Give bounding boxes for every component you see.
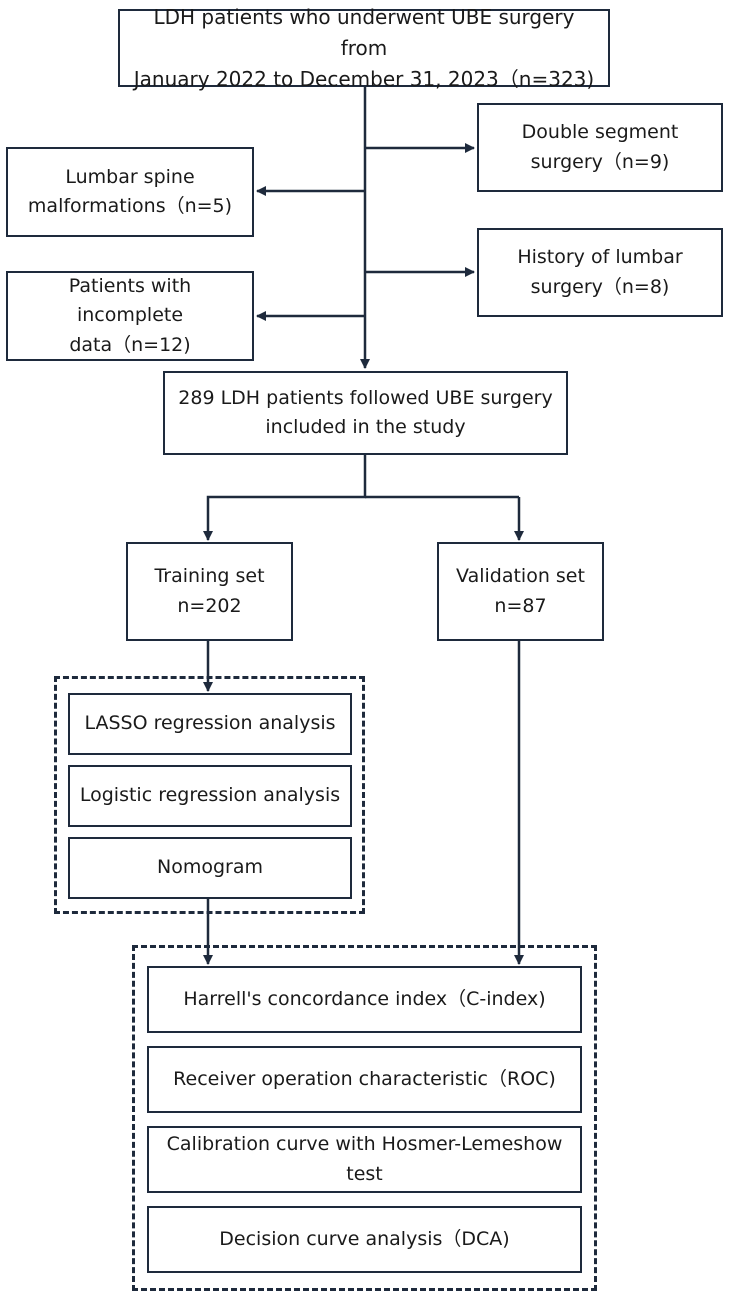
included-line-2: included in the study <box>265 416 466 438</box>
training-set-count: n=202 <box>177 594 242 617</box>
evaluation-group <box>132 945 597 1291</box>
logistic-step-box: Logistic regression analysis <box>68 765 352 827</box>
calibration-step-label: Calibration curve with Hosmer-Lemeshow t… <box>166 1133 563 1185</box>
dca-step-box: Decision curve analysis（DCA) <box>147 1206 582 1273</box>
validation-set-count: n=87 <box>494 594 547 617</box>
split-connector <box>203 455 367 541</box>
start-line-1: LDH patients who underwent UBE surgery f… <box>153 4 575 60</box>
validation-set-label: Validation set <box>456 565 585 588</box>
nomogram-step-label: Nomogram <box>157 856 263 879</box>
lumbar-history-box: History of lumbar surgery（n=8) <box>477 228 723 317</box>
roc-step-box: Receiver operation characteristic（ROC) <box>147 1046 582 1113</box>
double-segment-line-2: surgery（n=9) <box>530 150 670 173</box>
nomogram-step-box: Nomogram <box>68 837 352 899</box>
c-index-step-label: Harrell's concordance index（C-index) <box>183 987 546 1010</box>
roc-step-label: Receiver operation characteristic（ROC) <box>173 1067 556 1090</box>
lumbar-history-line-1: History of lumbar <box>517 246 683 269</box>
incomplete-data-box: Patients with incomplete data（n=12) <box>6 271 254 361</box>
lumbar-history-line-2: surgery（n=8) <box>530 275 670 298</box>
logistic-step-label: Logistic regression analysis <box>79 784 341 807</box>
malformations-line-1: Lumbar spine <box>65 165 195 188</box>
included-line-1: 289 LDH patients followed UBE surgery <box>178 386 553 409</box>
included-box: 289 LDH patients followed UBE surgery in… <box>163 371 568 455</box>
incomplete-data-line-1: Patients with incomplete <box>68 274 192 327</box>
start-line-2: January 2022 to December 31, 2023（n=323) <box>133 66 595 91</box>
training-set-label: Training set <box>154 565 265 588</box>
training-set-box: Training set n=202 <box>126 542 293 641</box>
modeling-group <box>54 676 365 914</box>
dca-step-label: Decision curve analysis（DCA) <box>219 1227 510 1250</box>
double-segment-box: Double segment surgery（n=9) <box>477 103 723 192</box>
calibration-step-box: Calibration curve with Hosmer-Lemeshow t… <box>147 1126 582 1193</box>
incomplete-data-line-2: data（n=12) <box>69 333 191 356</box>
malformations-box: Lumbar spine malformations（n=5) <box>6 147 254 237</box>
start-box: LDH patients who underwent UBE surgery f… <box>118 5 610 91</box>
lasso-step-box: LASSO regression analysis <box>68 693 352 755</box>
malformations-line-2: malformations（n=5) <box>27 195 233 217</box>
validation-set-box: Validation set n=87 <box>437 542 604 641</box>
lasso-step-label: LASSO regression analysis <box>84 712 336 735</box>
c-index-step-box: Harrell's concordance index（C-index) <box>147 966 582 1033</box>
double-segment-line-1: Double segment <box>521 121 679 144</box>
